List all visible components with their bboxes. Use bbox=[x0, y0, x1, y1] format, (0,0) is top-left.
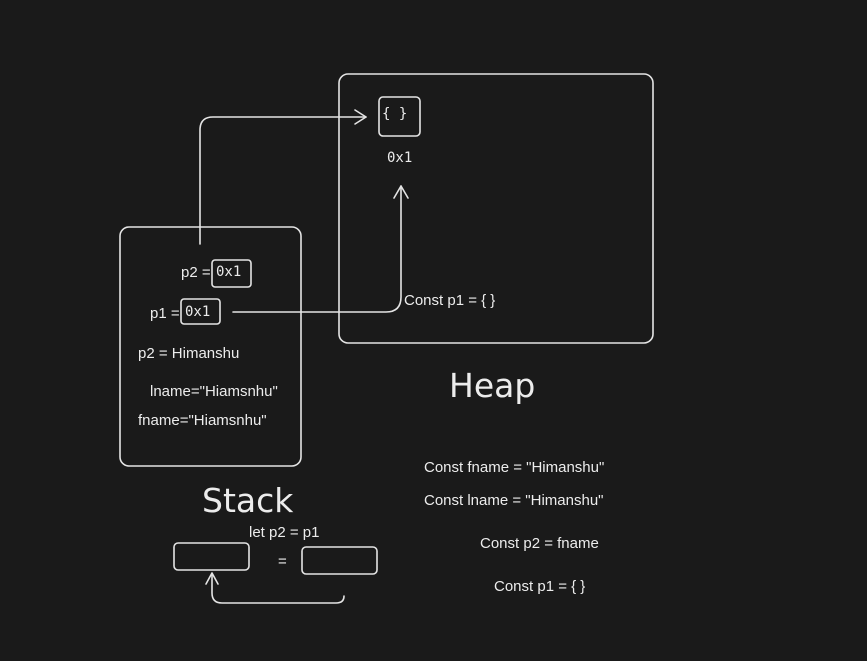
code-line-p1: Const p1 = { } bbox=[494, 578, 586, 595]
heap-address: 0x1 bbox=[387, 150, 413, 166]
heap-declaration: Const p1 = { } bbox=[404, 292, 496, 309]
heap-title: Heap bbox=[449, 366, 536, 405]
p2-pointer-box bbox=[211, 259, 252, 288]
p1-ref-value: 0x1 bbox=[185, 304, 211, 320]
code-line-p2: Const p2 = fname bbox=[480, 535, 599, 552]
copy-left-box bbox=[173, 542, 250, 571]
fname-entry: fname="Hiamsnhu" bbox=[138, 412, 267, 429]
stack-box bbox=[119, 226, 302, 467]
heap-object-box bbox=[378, 96, 421, 137]
copy-right-box bbox=[301, 546, 378, 575]
p1-arrow-head bbox=[393, 185, 409, 199]
p1-pointer-box bbox=[180, 298, 221, 325]
heap-box bbox=[338, 73, 654, 344]
heap-object-literal: { } bbox=[382, 106, 408, 122]
stack-title: Stack bbox=[202, 481, 294, 520]
lname-entry: lname="Hiamsnhu" bbox=[150, 383, 278, 400]
copy-arrow-head bbox=[205, 572, 219, 585]
p2-string-entry: p2 = Himanshu bbox=[138, 345, 240, 362]
p1-ref-label: p1 = bbox=[150, 305, 180, 322]
code-line-fname: Const fname = "Himanshu" bbox=[424, 459, 605, 476]
p2-to-heap-arrow bbox=[199, 116, 367, 245]
p2-ref-value: 0x1 bbox=[216, 264, 242, 280]
p2-arrow-head bbox=[354, 109, 367, 125]
p1-to-heap-arrow bbox=[232, 185, 402, 313]
code-line-lname: Const lname = "Himanshu" bbox=[424, 492, 604, 509]
p2-ref-label: p2 = bbox=[181, 264, 211, 281]
copy-return-arrow bbox=[211, 573, 345, 604]
copy-statement: let p2 = p1 bbox=[249, 524, 320, 541]
copy-equals: = bbox=[278, 553, 287, 570]
